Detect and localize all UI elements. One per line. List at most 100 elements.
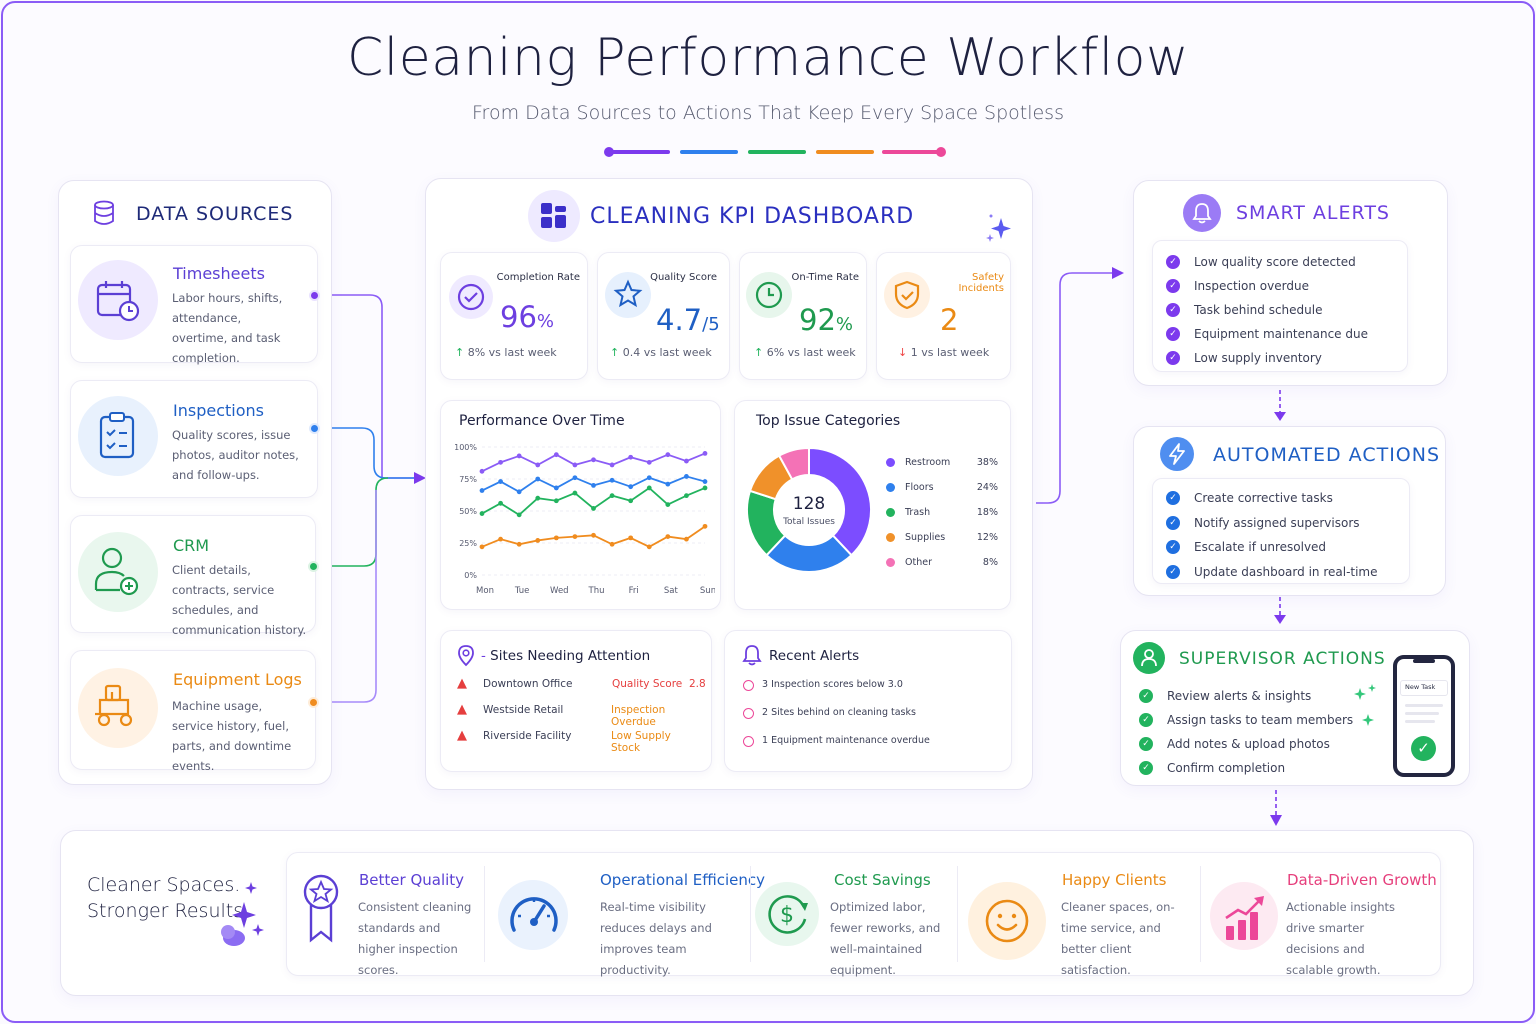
check-icon: ✓ (1166, 327, 1180, 341)
action-item[interactable]: ✓Create corrective tasks (1166, 486, 1378, 511)
cost-icon-bg (755, 882, 819, 946)
data-point (553, 485, 559, 491)
equipment-icon-bg (78, 668, 158, 748)
data-point (646, 475, 652, 481)
sparkle-icon (986, 214, 1011, 242)
result-better-quality (296, 870, 346, 954)
donut-center-label: Total Issues (783, 517, 835, 527)
y-tick-label: 25% (459, 539, 477, 548)
map-pin-icon (458, 645, 474, 667)
y-tick-label: 50% (459, 507, 477, 516)
legend-label: Trash (905, 507, 931, 518)
sparkle-icon (221, 882, 264, 946)
alert-item[interactable]: ✓Low supply inventory (1166, 346, 1368, 370)
legend-swatch (886, 483, 895, 492)
recent-alert-row[interactable]: 2 Sites behind on cleaning tasks (743, 707, 1003, 735)
check-icon: ✓ (1166, 303, 1180, 317)
data-point (684, 493, 689, 499)
data-point (665, 502, 671, 507)
phone-notch (1413, 659, 1435, 663)
kpi-quality-label: Quality Score (650, 272, 717, 283)
data-point (535, 538, 541, 543)
data-point (516, 541, 522, 547)
growth-chart-icon (1225, 896, 1264, 940)
timesheets-name: Timesheets (173, 264, 265, 283)
crm-connector-dot (308, 561, 319, 572)
legend-swatch (886, 533, 895, 542)
page-title: Cleaning Performance Workflow (346, 28, 1190, 88)
divider (957, 866, 958, 962)
divider-dot-left (604, 147, 614, 157)
check-icon: ✓ (1139, 761, 1153, 775)
dashboard-icon-bg (528, 190, 580, 242)
alert-item[interactable]: ✓Task behind schedule (1166, 298, 1368, 322)
kpi-quality-value: 4.7/5 (656, 303, 720, 337)
data-point (516, 489, 522, 495)
check-icon: ✓ (1166, 279, 1180, 293)
supervisor-item[interactable]: ✓Confirm completion (1139, 756, 1353, 780)
dashboard-grid-icon (541, 203, 566, 228)
warning-icon: ▲ (457, 702, 467, 717)
divider-dot-right (936, 147, 946, 157)
timesheets-connector-dot (309, 290, 320, 301)
data-point (498, 536, 503, 542)
phone-task-label: New Task (1405, 683, 1436, 691)
automated-actions-title: AUTOMATED ACTIONS (1213, 444, 1441, 466)
result-title: Data-Driven Growth (1287, 871, 1437, 889)
recent-alert-row[interactable]: 1 Equipment maintenance overdue (743, 735, 1003, 763)
supervisor-item[interactable]: ✓Assign tasks to team members (1139, 708, 1353, 732)
site-row[interactable]: ▲ Downtown Office Quality Score 2.8 (457, 676, 706, 691)
recent-alert-row[interactable]: 3 Inspection scores below 3.0 (743, 679, 1003, 707)
data-point (628, 484, 634, 490)
donut-center-value: 128 (792, 494, 826, 514)
performance-chart-title: Performance Over Time (459, 413, 625, 429)
kpi-ontime-label: On-Time Rate (791, 272, 859, 283)
data-point (516, 453, 522, 459)
action-item[interactable]: ✓Escalate if unresolved (1166, 535, 1378, 560)
x-tick-label: Sat (664, 586, 679, 596)
inspections-connector-dot (309, 423, 320, 434)
alert-item[interactable]: ✓Equipment maintenance due (1166, 322, 1368, 346)
smart-alerts-title: SMART ALERTS (1236, 202, 1390, 224)
data-point (684, 458, 689, 464)
inspections-desc: Quality scores, issue photos, auditor no… (172, 428, 299, 482)
results-tagline: Cleaner Spaces. Stronger Results. (87, 874, 250, 922)
supervisor-item[interactable]: ✓Add notes & upload photos (1139, 732, 1353, 756)
bell-icon (1192, 203, 1212, 224)
legend-value: 8% (982, 557, 998, 568)
database-icon (94, 200, 114, 225)
data-point (535, 462, 541, 468)
recent-alerts-list: 3 Inspection scores below 3.0 2 Sites be… (743, 679, 1003, 763)
data-point (684, 536, 689, 542)
dashboard-title: CLEANING KPI DASHBOARD (590, 204, 915, 229)
check-circle-icon (457, 283, 485, 311)
data-point (609, 477, 615, 483)
result-title: Operational Efficiency (600, 871, 766, 889)
site-row[interactable]: ▲ Riverside Facility Low Supply Stock (457, 728, 671, 754)
user-plus-icon (94, 547, 139, 596)
automated-actions-list-card (1152, 478, 1410, 584)
action-item[interactable]: ✓Notify assigned supervisors (1166, 511, 1378, 536)
data-point (628, 454, 634, 460)
phone-line (1405, 712, 1439, 715)
alert-item[interactable]: ✓Low quality score detected (1166, 250, 1368, 274)
site-row[interactable]: ▲ Westside Retail Inspection Overdue (457, 702, 666, 728)
alert-ring-icon (743, 680, 754, 691)
data-point (702, 523, 708, 529)
legend-value: 38% (976, 457, 998, 468)
kpi-completion-value: 96% (500, 300, 555, 334)
data-point (609, 493, 615, 499)
result-desc: Actionable insights drive smarter decisi… (1286, 900, 1396, 977)
alert-item[interactable]: ✓Inspection overdue (1166, 274, 1368, 298)
award-ribbon-icon (303, 874, 339, 943)
x-tick-label: Sun (700, 586, 715, 596)
supervisor-item[interactable]: ✓Review alerts & insights (1139, 684, 1353, 708)
kpi-safety-delta: ↓ 1 vs last week (898, 346, 990, 359)
bell-icon (742, 645, 762, 666)
result-desc: Optimized labor, fewer reworks, and well… (830, 900, 941, 977)
series-line (481, 452, 706, 473)
check-icon: ✓ (1166, 564, 1180, 579)
x-tick-label: Fri (629, 586, 639, 596)
action-item[interactable]: ✓Update dashboard in real-time (1166, 560, 1378, 585)
